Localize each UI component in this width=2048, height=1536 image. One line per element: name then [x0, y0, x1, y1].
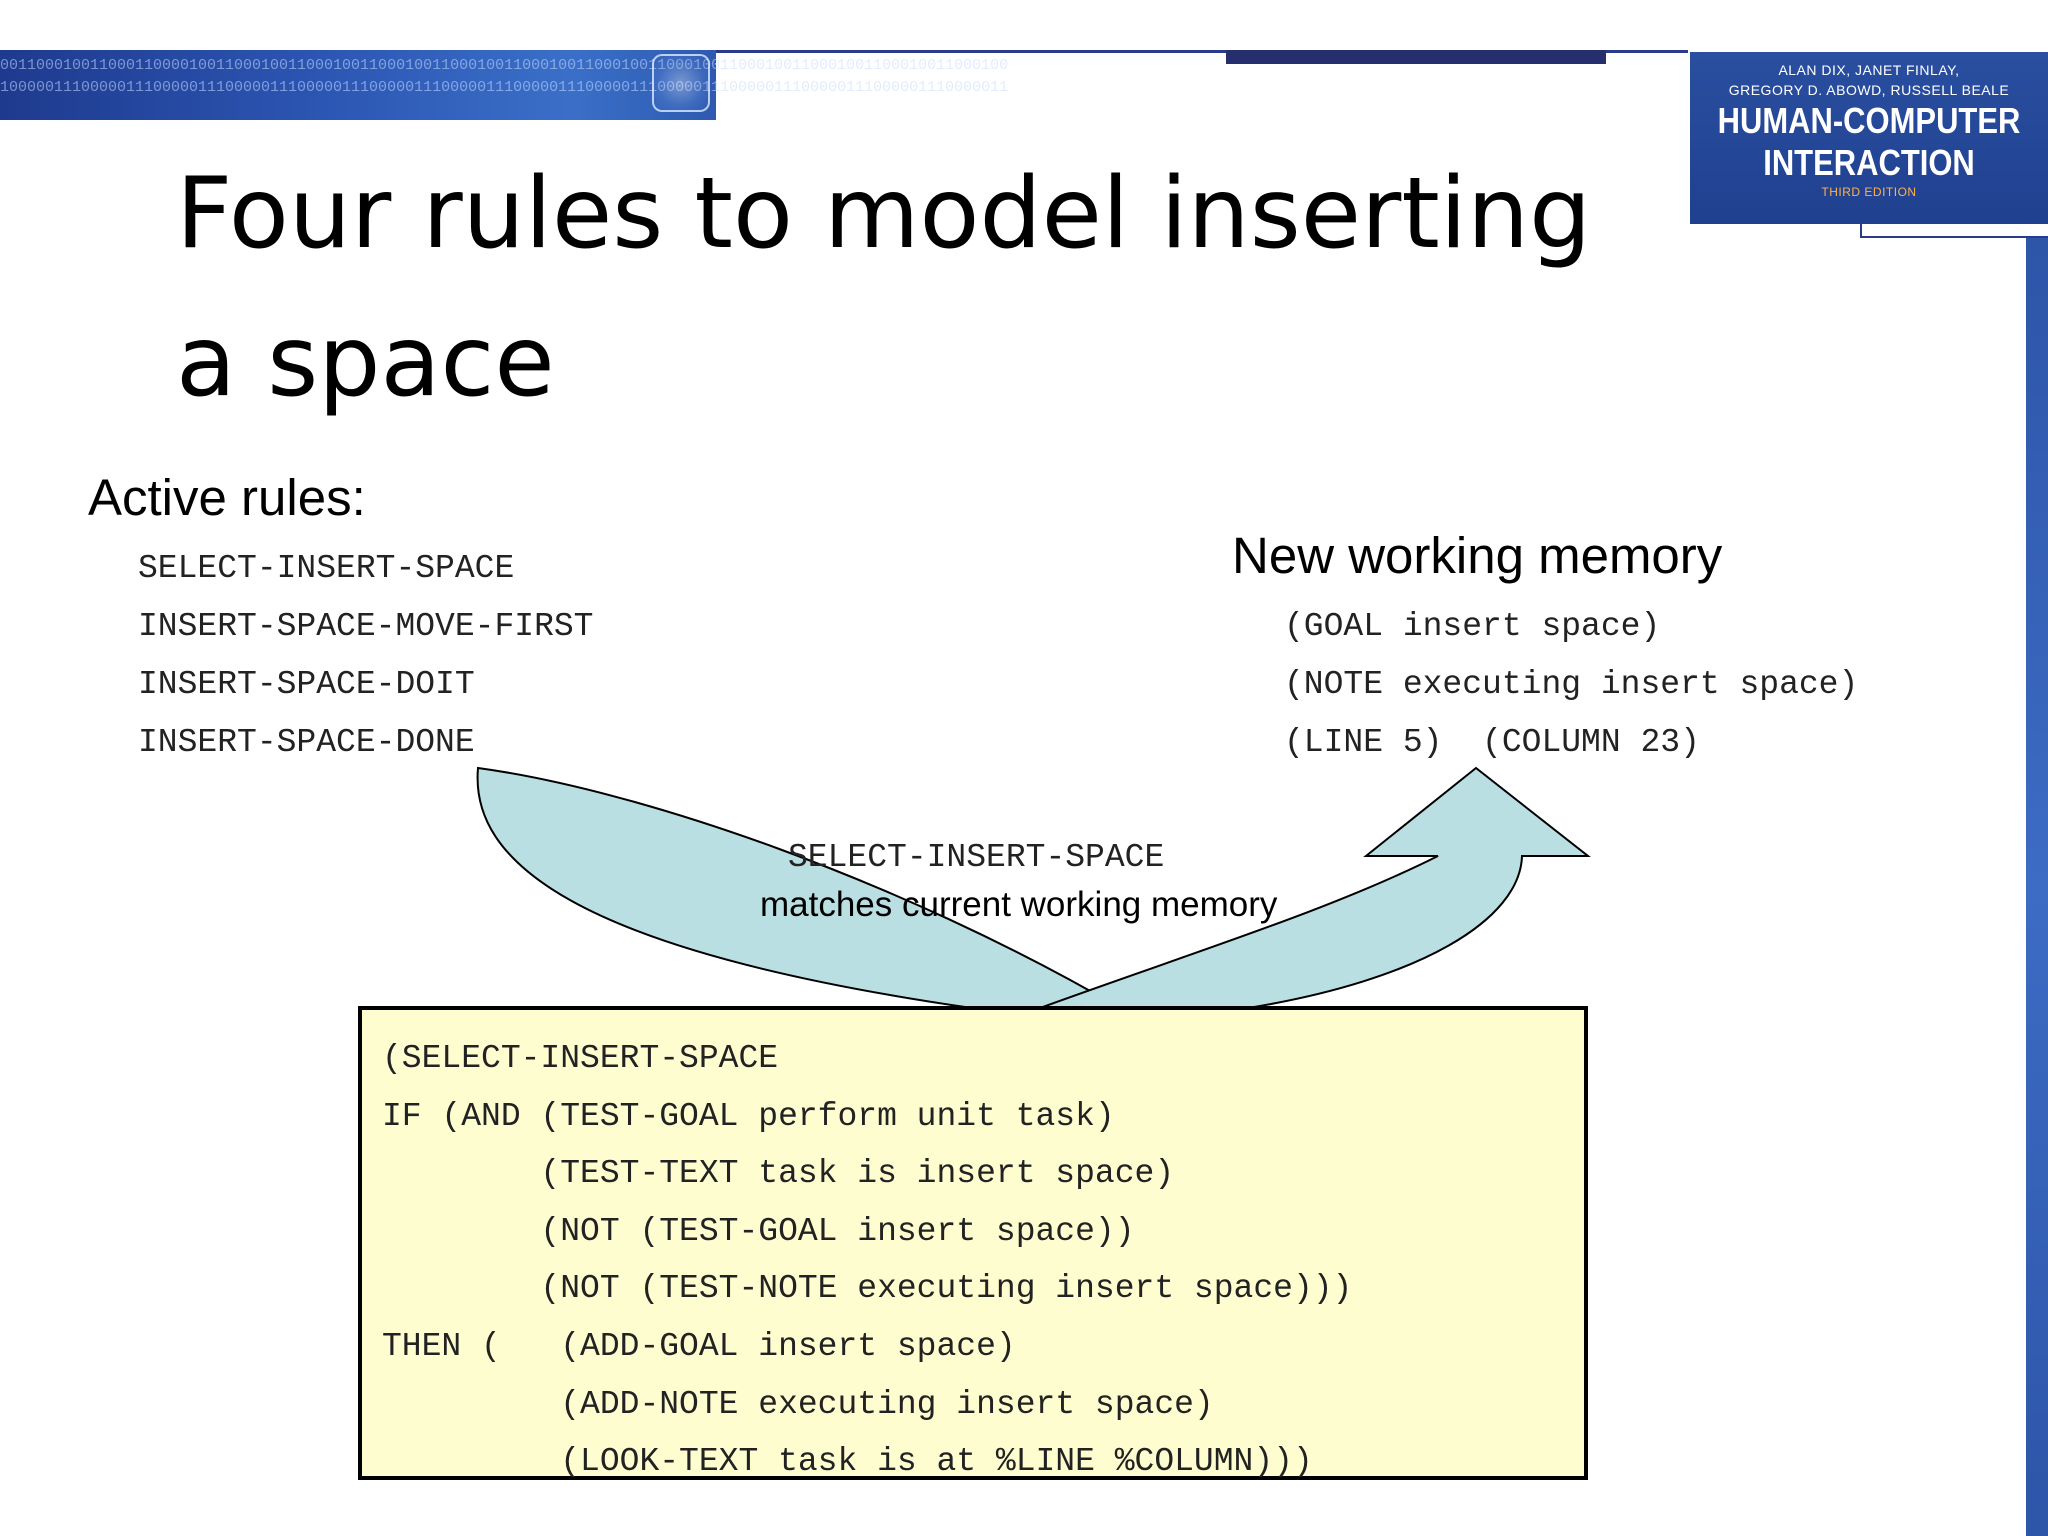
working-memory-list: (GOAL insert space) (NOTE executing inse…: [1284, 598, 1858, 772]
book-title-line-1: HUMAN-COMPUTER: [1717, 100, 2021, 141]
active-rules-heading: Active rules:: [88, 469, 366, 526]
rule-code-line: THEN ( (ADD-GOAL insert space): [382, 1327, 1016, 1365]
slide-title-line-1: Four rules to model inserting: [176, 157, 1592, 271]
book-edition: THIRD EDITION: [1821, 185, 1917, 199]
active-rule-item: SELECT-INSERT-SPACE: [138, 550, 515, 587]
rule-code-line: (SELECT-INSERT-SPACE: [382, 1040, 779, 1077]
book-authors-line-2: GREGORY D. ABOWD, RUSSELL BEALE: [1728, 82, 2010, 98]
rule-code-line: (NOT (TEST-NOTE executing insert space))…: [382, 1270, 1353, 1308]
active-rule-item: INSERT-SPACE-DOIT: [138, 666, 475, 703]
header-rule: [716, 50, 1688, 53]
slide-title-line-2: a space: [176, 305, 555, 419]
side-decor-strip: [2026, 238, 2048, 1536]
cover-frame-line-horizontal: [1860, 236, 2048, 238]
rule-code-line: (NOT (TEST-GOAL insert space)): [382, 1212, 1135, 1250]
book-title-line-2: INTERACTION: [1763, 142, 1975, 183]
matched-rule-name: SELECT-INSERT-SPACE: [788, 839, 1165, 876]
header-rule-accent: [1226, 50, 1606, 64]
working-memory-item: (NOTE executing insert space): [1284, 666, 1859, 703]
rule-code-line: (LOOK-TEXT task is at %LINE %COLUMN))): [382, 1443, 1313, 1481]
match-description: matches current working memory: [760, 880, 1320, 930]
book-cover-logo: ALAN DIX, JANET FINLAY, GREGORY D. ABOWD…: [1690, 52, 2048, 224]
outgoing-arrow: [1039, 766, 1591, 1009]
slide-title: Four rules to model inserting a space: [176, 140, 1656, 436]
rule-code-line: (ADD-NOTE executing insert space): [382, 1385, 1214, 1423]
active-rule-item: INSERT-SPACE-MOVE-FIRST: [138, 608, 594, 645]
rule-code-line: (TEST-TEXT task is insert space): [382, 1155, 1175, 1193]
rule-code-line: IF (AND (TEST-GOAL perform unit task): [382, 1097, 1115, 1135]
active-rule-item: INSERT-SPACE-DONE: [138, 724, 475, 761]
cover-frame-line: [1860, 224, 1862, 238]
book-authors-line-1: ALAN DIX, JANET FINLAY,: [1778, 62, 1960, 78]
match-description-text: matches current working memory: [760, 885, 1278, 924]
chip-icon: [652, 54, 710, 112]
rule-definition-box: (SELECT-INSERT-SPACE IF (AND (TEST-GOAL …: [358, 1006, 1588, 1480]
active-rules-list: SELECT-INSERT-SPACE INSERT-SPACE-MOVE-FI…: [138, 540, 593, 772]
working-memory-heading: New working memory: [1232, 527, 1723, 584]
working-memory-item: (GOAL insert space): [1284, 608, 1661, 645]
working-memory-item: (LINE 5) (COLUMN 23): [1284, 724, 1700, 761]
